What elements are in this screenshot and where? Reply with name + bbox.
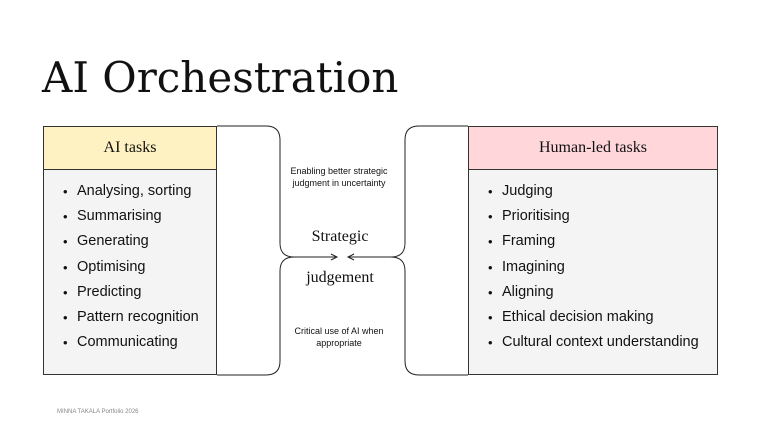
list-item: Prioritising — [469, 204, 717, 229]
human-tasks-heading: Human-led tasks — [469, 127, 717, 170]
list-item: Analysing, sorting — [44, 179, 216, 204]
list-item: Aligning — [469, 280, 717, 305]
list-item: Ethical decision making — [469, 305, 717, 330]
list-item: Judging — [469, 179, 717, 204]
list-item: Imagining — [469, 255, 717, 280]
arrow-left-icon — [346, 253, 355, 261]
ai-tasks-list: Analysing, sorting Summarising Generatin… — [44, 179, 216, 356]
left-bracket — [217, 125, 300, 258]
list-item: Cultural context understanding — [469, 330, 717, 355]
right-bracket — [385, 125, 468, 258]
list-item: Framing — [469, 229, 717, 254]
footer-credit: MINNA TAKALA Portfolio 2026 — [57, 409, 139, 415]
bottom-note: Critical use of AI when appropriate — [294, 326, 384, 348]
ai-tasks-heading: AI tasks — [44, 127, 216, 170]
top-note: Enabling better strategic judgment in un… — [290, 166, 388, 188]
human-tasks-box: Human-led tasks Judging Prioritising Fra… — [468, 126, 718, 375]
slide-title: AI Orchestration — [42, 53, 399, 102]
left-bracket-lower — [217, 256, 295, 376]
center-label-strategic: Strategic — [311, 228, 369, 245]
right-bracket-lower — [390, 256, 468, 376]
list-item: Generating — [44, 229, 216, 254]
list-item: Optimising — [44, 255, 216, 280]
list-item: Summarising — [44, 204, 216, 229]
list-item: Communicating — [44, 330, 216, 355]
center-label-judgement: judgement — [306, 269, 374, 286]
list-item: Predicting — [44, 280, 216, 305]
arrow-right-icon — [330, 253, 339, 261]
human-tasks-list: Judging Prioritising Framing Imagining A… — [469, 179, 717, 356]
ai-tasks-box: AI tasks Analysing, sorting Summarising … — [43, 126, 217, 375]
list-item: Pattern recognition — [44, 305, 216, 330]
